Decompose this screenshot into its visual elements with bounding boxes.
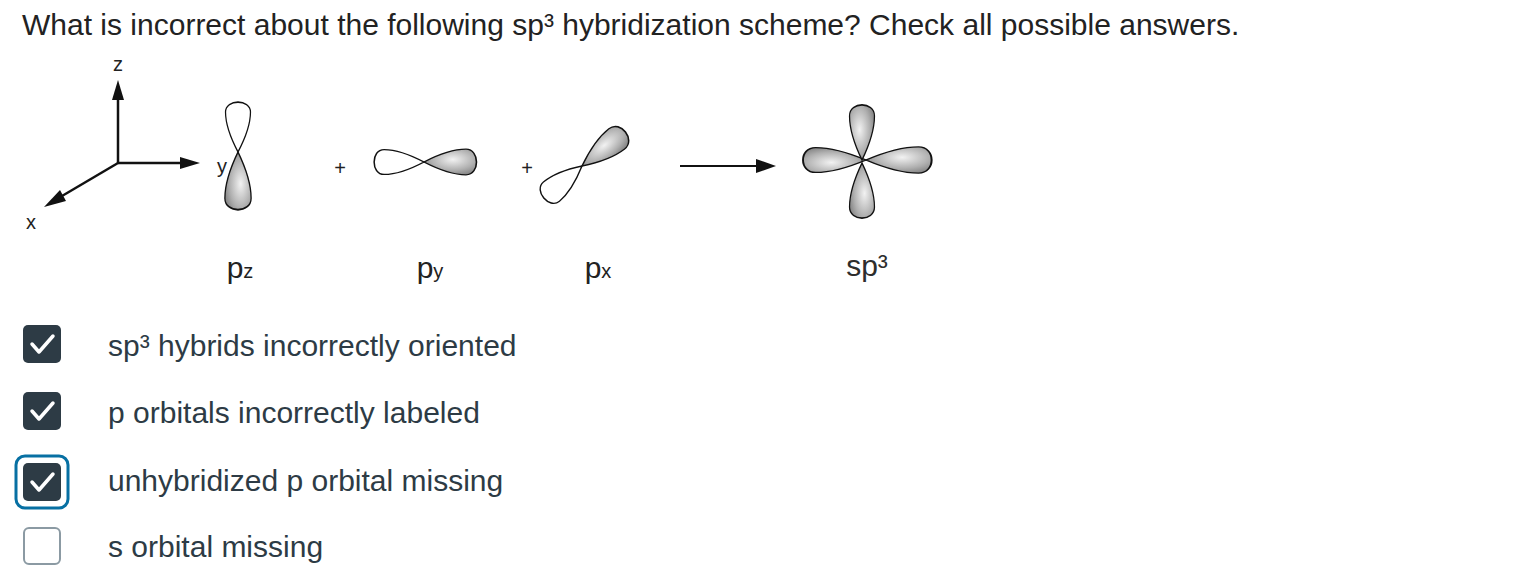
question-title: What is incorrect about the following sp… (22, 8, 1239, 43)
plus-sign: + (334, 157, 346, 180)
axis-label: z (113, 53, 123, 76)
axis-label: x (26, 211, 36, 234)
px-orbital (536, 122, 634, 208)
answer-option: s orbital missing (108, 530, 323, 565)
checkbox-unchecked (24, 528, 60, 564)
py-orbital (374, 149, 476, 175)
answer-option: sp³ hybrids incorrectly oriented (108, 329, 517, 364)
answer-option: unhybridized p orbital missing (108, 464, 503, 499)
checkbox-checked (23, 392, 61, 430)
checkbox-checked (23, 325, 61, 363)
plus-sign: + (521, 157, 533, 180)
orbital-label: sp³ (846, 249, 888, 284)
sp3-orbitals (803, 105, 932, 218)
orbital-label: pz (227, 251, 254, 286)
axis-system (44, 80, 200, 207)
pz-orbital (225, 102, 251, 210)
reaction-arrow (680, 159, 776, 173)
axis-label: y (217, 155, 227, 178)
checkbox-checked-focused (16, 456, 68, 508)
orbital-label: px (585, 251, 612, 286)
answer-option: p orbitals incorrectly labeled (108, 396, 480, 431)
orbital-label: py (417, 251, 444, 286)
